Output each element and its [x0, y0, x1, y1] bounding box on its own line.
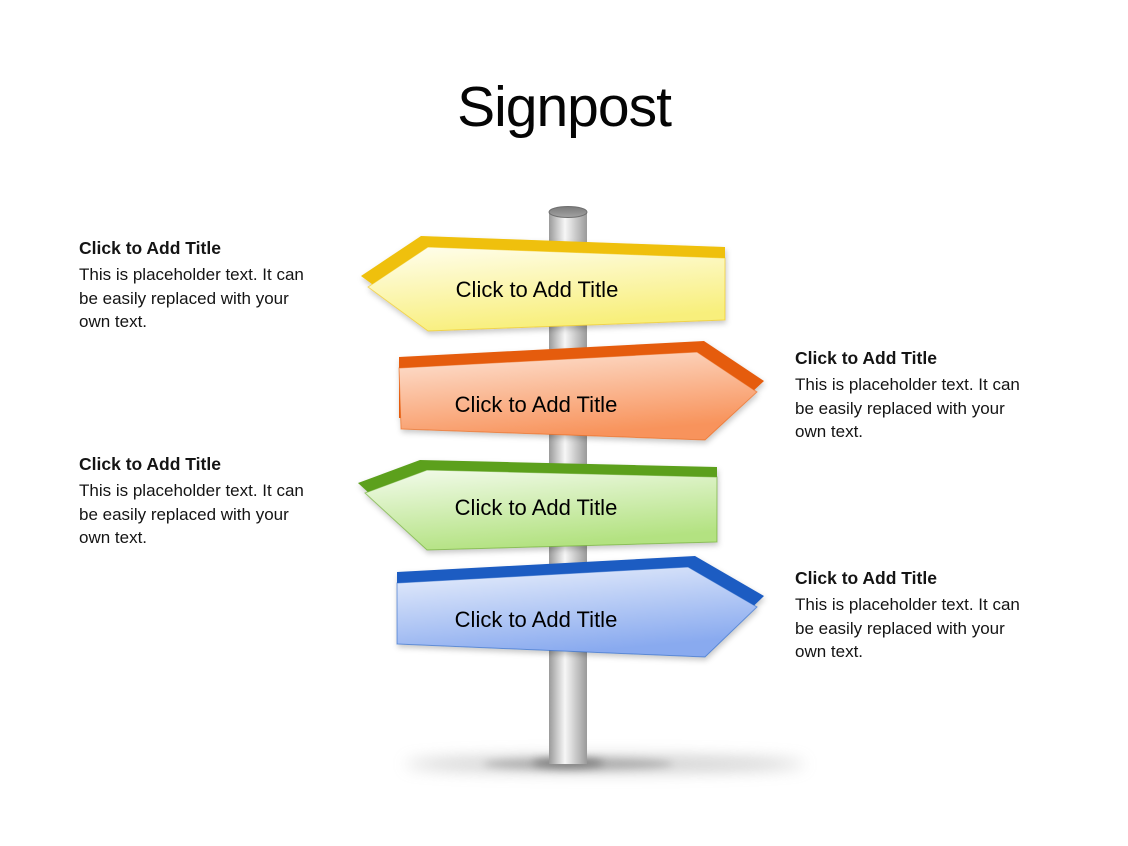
text-block-line: This is placeholder text. It can: [79, 265, 304, 284]
sign-orange[interactable]: Click to Add Title: [398, 341, 764, 441]
sign-face[interactable]: [398, 351, 758, 441]
text-block-heading[interactable]: Click to Add Title: [795, 568, 937, 588]
ground-shadow: [405, 757, 805, 771]
text-block-line: own text.: [795, 422, 864, 441]
text-block-line: be easily replaced with your: [79, 504, 289, 524]
text-block-line: own text.: [79, 312, 148, 331]
text-block-line: own text.: [795, 642, 864, 661]
text-block-line: This is placeholder text. It can: [79, 481, 304, 500]
sign-yellow[interactable]: Click to Add Title: [361, 236, 726, 332]
slide-title: Signpost: [457, 75, 672, 139]
text-block-line: This is placeholder text. It can: [795, 375, 1020, 394]
sign-blue[interactable]: Click to Add Title: [396, 556, 764, 658]
text-block-heading[interactable]: Click to Add Title: [79, 238, 221, 258]
text-block-bottom-right[interactable]: Click to Add Title This is placeholder t…: [795, 568, 1020, 664]
sign-green[interactable]: Click to Add Title: [358, 460, 718, 551]
text-block-bottom-left[interactable]: Click to Add Title This is placeholder t…: [79, 454, 304, 550]
sign-face[interactable]: [364, 469, 718, 551]
text-block-heading[interactable]: Click to Add Title: [795, 348, 937, 368]
sign-label[interactable]: Click to Add Title: [455, 392, 618, 417]
pole-cap: [548, 206, 588, 218]
sign-label[interactable]: Click to Add Title: [456, 277, 619, 302]
sign-face[interactable]: [396, 566, 758, 658]
text-block-line: be easily replaced with your: [795, 398, 1005, 418]
text-block-heading[interactable]: Click to Add Title: [79, 454, 221, 474]
sign-label[interactable]: Click to Add Title: [455, 607, 618, 632]
sign-label[interactable]: Click to Add Title: [455, 495, 618, 520]
text-block-line: be easily replaced with your: [795, 618, 1005, 638]
text-block-top-left[interactable]: Click to Add Title This is placeholder t…: [79, 238, 304, 334]
text-block-line: This is placeholder text. It can: [795, 595, 1020, 614]
text-block-line: own text.: [79, 528, 148, 547]
text-block-line: be easily replaced with your: [79, 288, 289, 308]
sign-face[interactable]: [367, 246, 726, 332]
text-block-top-right[interactable]: Click to Add Title This is placeholder t…: [795, 348, 1020, 444]
